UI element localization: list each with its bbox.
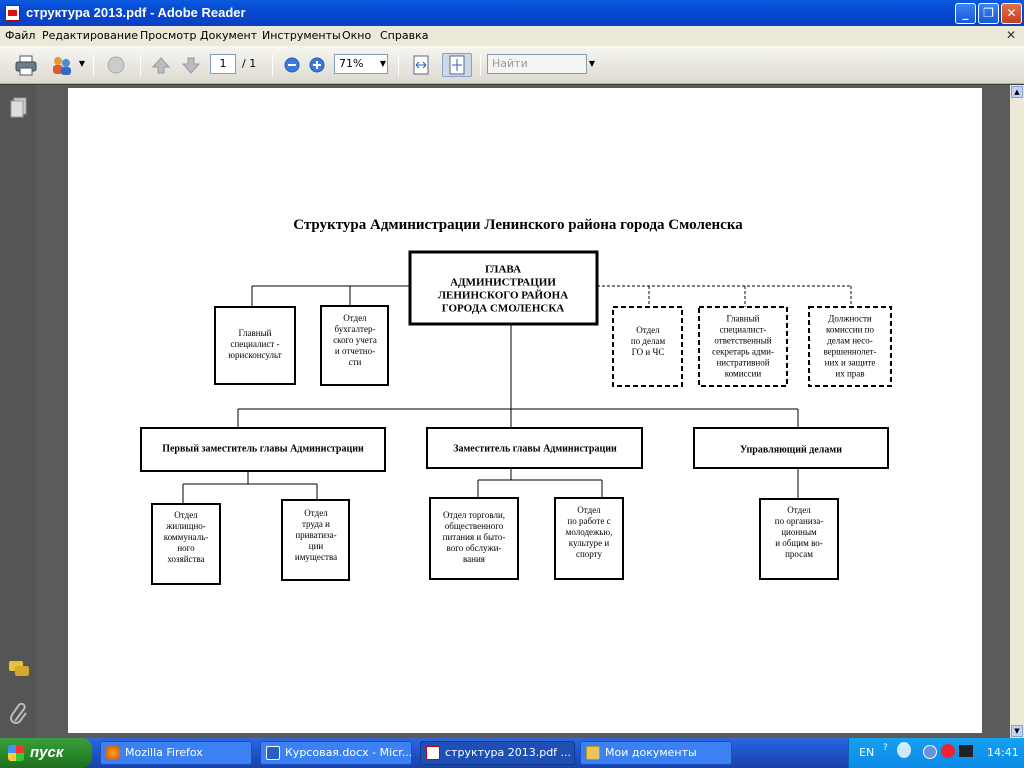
page-total: / 1: [242, 57, 257, 70]
navigation-pane: [0, 85, 36, 738]
folder-icon: [586, 746, 600, 760]
box-deputy: Заместитель главы Администрации: [453, 444, 617, 455]
people-icon: [53, 57, 71, 75]
fit-width-button[interactable]: [408, 53, 434, 77]
pdf-page: Структура Администрации Ленинского район…: [68, 88, 982, 733]
clock: 14:41: [987, 746, 1019, 759]
separator: [93, 54, 94, 76]
menu-help[interactable]: Справка: [380, 29, 429, 42]
minimize-button[interactable]: _: [955, 3, 976, 24]
alert-icon[interactable]: [941, 744, 955, 758]
maximize-button[interactable]: ❐: [978, 3, 999, 24]
org-chart: Структура Администрации Ленинского район…: [140, 217, 892, 585]
zoom-in-icon: [309, 57, 325, 73]
menu-edit[interactable]: Редактирование: [42, 29, 138, 42]
help-icon[interactable]: ?: [883, 743, 888, 753]
previous-page-button[interactable]: [148, 53, 174, 77]
arrow-down-icon: [181, 57, 201, 74]
fit-page-icon: [449, 55, 465, 75]
printer-icon: [15, 55, 37, 76]
share-button[interactable]: [102, 53, 130, 77]
menu-bar: Файл Редактирование Просмотр Документ Ин…: [0, 26, 1024, 46]
zoom-in-button[interactable]: [306, 53, 328, 77]
start-label: пуск: [30, 744, 64, 761]
task-label: Мои документы: [605, 746, 697, 759]
menu-view[interactable]: Просмотр: [140, 29, 197, 42]
zoom-dropdown-icon[interactable]: ▼: [379, 59, 387, 68]
pages-icon[interactable]: [10, 97, 28, 122]
pdf-icon: [5, 5, 20, 21]
pdf-icon: [426, 746, 440, 760]
print-button[interactable]: [12, 53, 40, 77]
scroll-up-icon[interactable]: ▲: [1011, 86, 1023, 98]
zoom-out-icon: [284, 57, 300, 73]
menu-file[interactable]: Файл: [5, 29, 36, 42]
fit-width-icon: [413, 55, 429, 75]
separator: [272, 54, 273, 76]
word-icon: [266, 746, 280, 760]
collaborate-button[interactable]: [48, 53, 76, 77]
attachments-icon[interactable]: [9, 702, 29, 728]
start-button[interactable]: пуск: [0, 738, 92, 768]
scroll-down-icon[interactable]: ▼: [1011, 725, 1023, 737]
search-input[interactable]: Найти: [487, 54, 587, 74]
fit-page-button[interactable]: [442, 53, 472, 77]
search-dropdown-icon[interactable]: ▼: [588, 59, 596, 68]
box-first-deputy: Первый заместитель главы Администрации: [162, 444, 364, 455]
task-word[interactable]: Курсовая.docx - Micr...: [260, 741, 412, 765]
page-number-input[interactable]: 1: [210, 54, 236, 74]
separator: [480, 54, 481, 76]
comments-icon[interactable]: [8, 660, 30, 683]
close-button[interactable]: ✕: [1001, 3, 1022, 24]
separator: [140, 54, 141, 76]
volume-icon[interactable]: [959, 745, 973, 757]
arrow-up-icon: [151, 57, 171, 74]
menu-document[interactable]: Документ: [200, 29, 258, 42]
network-icon[interactable]: [897, 742, 911, 758]
separator: [398, 54, 399, 76]
window-title: структура 2013.pdf - Adobe Reader: [26, 5, 246, 20]
chart-title: Структура Администрации Ленинского район…: [293, 217, 743, 233]
close-document-icon[interactable]: ✕: [1005, 28, 1016, 42]
task-label: Курсовая.docx - Micr...: [285, 746, 412, 759]
firefox-icon: [106, 746, 120, 760]
share-icon: [107, 56, 125, 74]
box-office-manager: Управляющий делами: [740, 445, 842, 456]
next-page-button[interactable]: [178, 53, 204, 77]
zoom-level-input[interactable]: 71%: [334, 54, 388, 74]
back-icon[interactable]: [923, 745, 937, 759]
system-tray: EN ? 14:41: [848, 738, 1024, 768]
collaborate-dropdown-icon[interactable]: ▼: [78, 59, 86, 68]
task-label: структура 2013.pdf ...: [445, 746, 572, 759]
menu-window[interactable]: Окно: [342, 29, 372, 42]
task-adobe-reader[interactable]: структура 2013.pdf ...: [420, 741, 575, 765]
task-label: Mozilla Firefox: [125, 746, 203, 759]
taskbar: пуск Mozilla Firefox Курсовая.docx - Mic…: [0, 738, 1024, 768]
task-firefox[interactable]: Mozilla Firefox: [100, 741, 252, 765]
title-bar: структура 2013.pdf - Adobe Reader _ ❐ ✕: [0, 0, 1024, 26]
toolbar: ▼ 1 / 1 71% ▼ Найти ▼: [0, 46, 1024, 84]
vertical-scrollbar[interactable]: ▲ ▼: [1010, 85, 1024, 738]
menu-tools[interactable]: Инструменты: [262, 29, 341, 42]
windows-flag-icon: [8, 745, 24, 761]
task-my-documents[interactable]: Мои документы: [580, 741, 732, 765]
zoom-out-button[interactable]: [281, 53, 303, 77]
language-indicator[interactable]: EN: [859, 746, 875, 759]
